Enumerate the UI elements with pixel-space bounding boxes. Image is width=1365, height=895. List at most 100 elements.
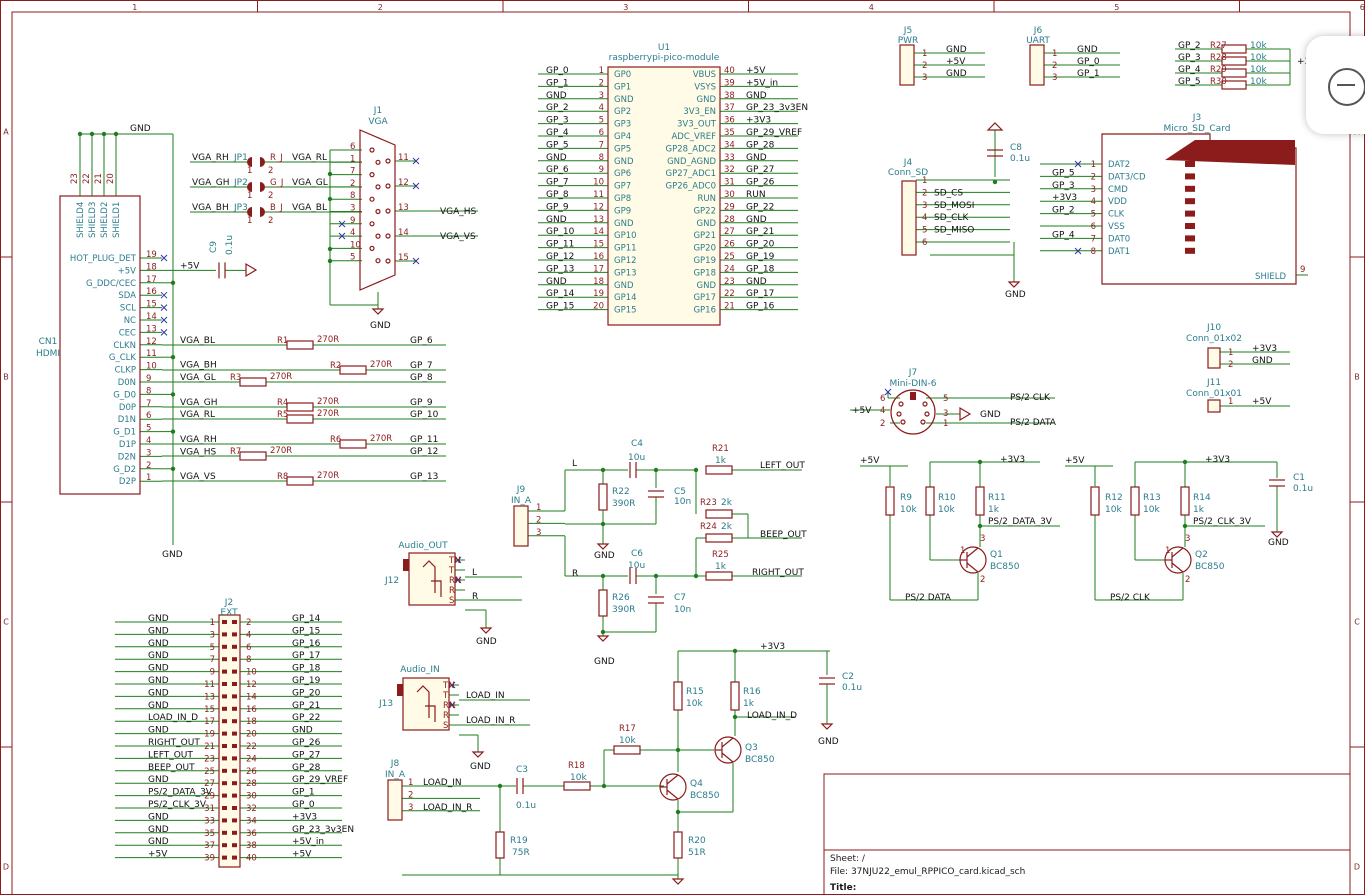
junction	[327, 196, 333, 202]
pin-name: G_D2	[113, 465, 136, 475]
header-pin	[232, 731, 237, 736]
net-label: GP_13	[546, 264, 574, 274]
net-label: GND	[1252, 356, 1273, 366]
pin-number: 3	[408, 803, 413, 813]
r18-value: 10k	[570, 773, 587, 783]
pin-name: D0N	[118, 378, 136, 388]
net-label: GP_9	[410, 398, 433, 408]
in-a-connector	[513, 505, 529, 547]
header-pin	[232, 793, 237, 798]
pin-number: 6	[146, 411, 151, 421]
pin-number: 1	[247, 166, 252, 176]
net-label: GP_8	[410, 373, 433, 383]
net-label: VGA_RH	[192, 153, 229, 163]
pin-name: SHIELD2	[100, 202, 110, 238]
net-label: +5V	[946, 57, 966, 67]
pin-name: CLKN	[113, 341, 136, 351]
vga-pin	[385, 233, 391, 239]
pin-number: 3	[922, 201, 927, 211]
junction	[600, 521, 606, 527]
pin-name: SCL	[120, 304, 136, 314]
no-connect	[448, 701, 456, 709]
net-label: GP_18	[292, 664, 321, 674]
pin-number: 14	[593, 227, 604, 237]
pin-number: 6	[1091, 222, 1096, 232]
pin-name: GP1	[614, 82, 631, 92]
net-label: R	[572, 569, 578, 579]
header-pin	[222, 744, 227, 748]
net-label: GND	[148, 688, 169, 698]
net-label: SD_CLK	[934, 213, 969, 223]
no-connect	[412, 257, 420, 265]
r16-ref: R16	[743, 687, 761, 697]
junction	[1182, 459, 1188, 465]
net-label: VGA_GL	[180, 373, 216, 383]
net-label: GP_10	[546, 227, 575, 237]
pin-number: 33	[204, 816, 215, 826]
net-label: GP_2	[546, 103, 569, 113]
j10-value: Conn_01x02	[1186, 334, 1242, 344]
no-connect	[1074, 160, 1082, 168]
resistor-value: 10k	[1250, 53, 1267, 63]
resistor-value: 10k	[938, 505, 955, 515]
pin-number: 2	[1091, 172, 1096, 182]
wires	[77, 48, 1308, 879]
net-label: GP_6	[410, 336, 433, 346]
r22-value: 390R	[612, 499, 635, 509]
net-label: GP_29_VREF	[292, 775, 348, 785]
j7-ref: J7	[908, 368, 917, 378]
r21-value: 1k	[715, 456, 727, 466]
pullup-resistor	[885, 486, 895, 516]
sd-contact	[1185, 223, 1195, 229]
net-label: GP_23_3v3EN	[746, 103, 808, 113]
pin-number: 4	[922, 213, 927, 223]
net-label: GP_0	[292, 800, 315, 810]
sd-card-icon	[1165, 140, 1295, 165]
pin-name: CEC	[119, 328, 136, 338]
junction	[601, 783, 607, 789]
pin-name: RUN	[698, 194, 717, 204]
transistor-collector	[1171, 547, 1184, 558]
net-label: LOAD_IN	[466, 691, 505, 701]
jack-contact	[425, 705, 436, 722]
header-pin	[232, 657, 237, 662]
pin-number: 10	[593, 178, 604, 188]
pin-number: 29	[204, 792, 215, 802]
pin-number: 27	[204, 779, 215, 789]
resistor-ref: R29	[1210, 65, 1227, 75]
jack-contact	[416, 685, 430, 718]
pin-number: 20	[593, 302, 604, 312]
net-label: GND	[546, 153, 567, 163]
pin-name: SHIELD4	[76, 202, 86, 238]
net-label: GP_7	[546, 178, 569, 188]
vga-pin	[369, 172, 375, 178]
r19-ref: R19	[510, 836, 528, 846]
net-label: GND	[148, 837, 169, 847]
j8-ref: J8	[390, 759, 400, 769]
c8-ref: C8	[1010, 143, 1022, 153]
pin-number: 9	[599, 165, 604, 175]
pin-number: 2	[922, 61, 927, 71]
header-pin	[232, 855, 237, 860]
pin-name: D2N	[118, 452, 136, 462]
zoom-out-button[interactable]	[1306, 36, 1365, 134]
q3-value: BC850	[745, 755, 775, 765]
net-label: +5V_in	[746, 78, 778, 88]
junction	[1182, 523, 1188, 529]
net-label: LOAD_IN_R	[423, 803, 472, 813]
pin-number: 5	[922, 226, 927, 236]
net-label: LOAD_IN_D	[747, 711, 797, 721]
pin-name: GP6	[614, 169, 631, 179]
c2-value: 0.1u	[842, 683, 862, 693]
pin-number: 1	[536, 503, 541, 513]
pin-name: GP12	[614, 256, 637, 266]
j1-ref: J1	[373, 106, 382, 116]
junction	[600, 573, 606, 579]
pin-number: 1	[408, 778, 413, 788]
pin-number: 2	[1052, 61, 1057, 71]
pin-number: 1	[922, 49, 927, 59]
pin-number: 38	[724, 91, 735, 101]
junction	[675, 747, 681, 753]
net-label: GND	[148, 701, 169, 711]
